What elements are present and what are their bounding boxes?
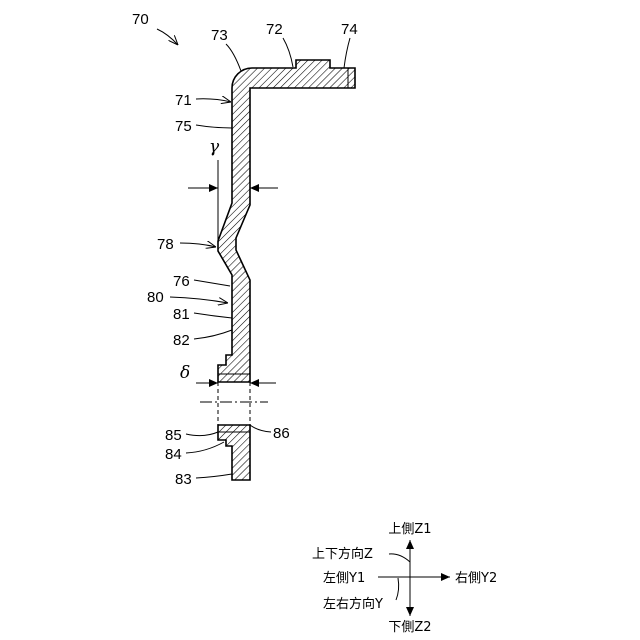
label-76: 76 bbox=[173, 273, 190, 290]
label-81: 81 bbox=[173, 306, 190, 323]
label-85: 85 bbox=[165, 427, 182, 444]
leader-80 bbox=[170, 297, 228, 303]
axis-right-label: 右側Y2 bbox=[455, 571, 497, 586]
leader-73 bbox=[226, 44, 241, 71]
label-75: 75 bbox=[175, 118, 192, 135]
leader-70 bbox=[157, 29, 178, 45]
axis-vertical-direction-label: 上下方向Z bbox=[312, 546, 373, 562]
leader-74 bbox=[344, 38, 350, 68]
delta-label: δ bbox=[180, 363, 190, 383]
part-cross-section bbox=[200, 60, 355, 480]
direction-axes: 上側Z1 上下方向Z 左側Y1 右側Y2 左右方向Y 下側Z2 bbox=[312, 522, 497, 635]
label-74: 74 bbox=[341, 21, 358, 38]
label-83: 83 bbox=[175, 471, 192, 488]
leader-horizontal-direction bbox=[396, 578, 399, 600]
label-71: 71 bbox=[175, 92, 192, 109]
leader-72 bbox=[283, 38, 293, 67]
axis-horizontal-direction-label: 左右方向Y bbox=[323, 596, 383, 612]
label-84: 84 bbox=[165, 446, 182, 463]
axis-down-label: 下側Z2 bbox=[388, 620, 431, 635]
label-82: 82 bbox=[173, 332, 190, 349]
axis-up-label: 上側Z1 bbox=[388, 522, 431, 537]
axis-left-label: 左側Y1 bbox=[323, 571, 365, 586]
leader-82 bbox=[194, 330, 232, 339]
leader-81 bbox=[194, 313, 232, 318]
leader-75 bbox=[196, 125, 232, 128]
label-72: 72 bbox=[266, 21, 283, 38]
gamma-label: γ bbox=[209, 137, 220, 157]
leader-76 bbox=[194, 280, 230, 286]
leader-85 bbox=[186, 432, 218, 436]
leader-vertical-direction bbox=[389, 554, 410, 562]
leader-86 bbox=[250, 425, 271, 432]
label-86: 86 bbox=[273, 425, 290, 442]
lower-body bbox=[218, 425, 250, 480]
upper-body-with-flange bbox=[218, 60, 355, 382]
label-80: 80 bbox=[147, 289, 164, 306]
leader-78 bbox=[180, 243, 216, 247]
label-78: 78 bbox=[157, 236, 174, 253]
leader-71 bbox=[196, 99, 231, 102]
leader-83 bbox=[196, 474, 232, 478]
leader-84 bbox=[186, 442, 224, 453]
label-73: 73 bbox=[211, 27, 228, 44]
label-70: 70 bbox=[132, 11, 149, 28]
